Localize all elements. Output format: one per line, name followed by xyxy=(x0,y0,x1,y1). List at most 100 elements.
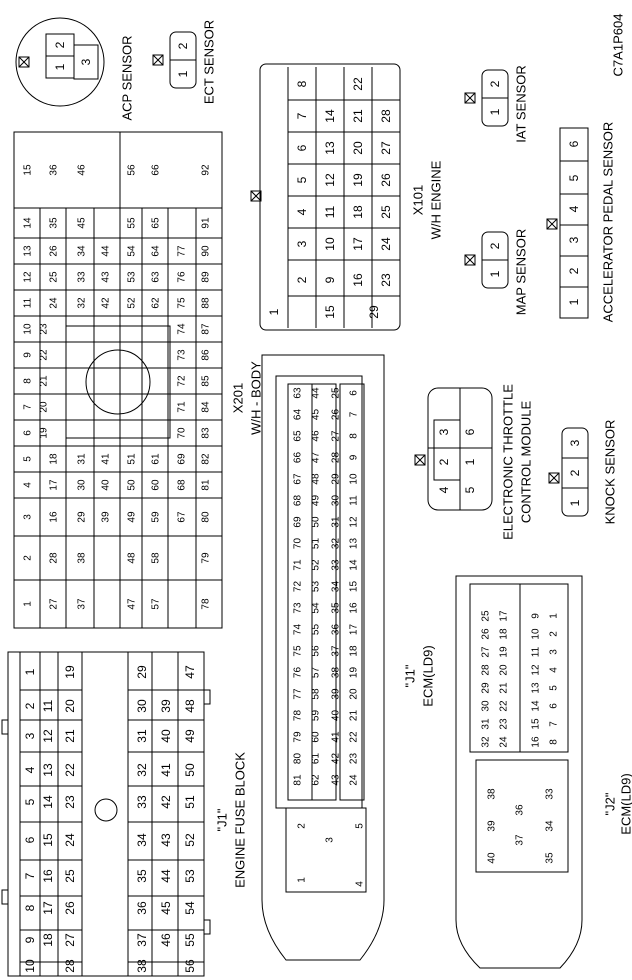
x201-hub xyxy=(85,349,151,415)
pin-label: 15 xyxy=(531,718,542,730)
pin-label: 34 xyxy=(331,581,342,593)
x201-label: W/H - BODY xyxy=(249,361,264,435)
pin-label: 6 xyxy=(295,144,309,151)
pin-label: 76 xyxy=(177,271,188,283)
pin-label: 25 xyxy=(481,610,492,622)
pin-label: 75 xyxy=(177,297,188,309)
pin-label: 35 xyxy=(331,602,342,614)
pin-label: 52 xyxy=(311,559,322,571)
pin-label: 1 xyxy=(567,298,581,305)
iat-label: IAT SENSOR xyxy=(514,65,529,143)
latch-x xyxy=(250,190,262,202)
pin-label: 74 xyxy=(177,323,188,335)
pin-label: 27 xyxy=(379,141,393,155)
pin-label: 62 xyxy=(151,297,162,309)
pin-label: 10 xyxy=(349,473,360,485)
acp-pin xyxy=(73,44,99,80)
pin-label: 45 xyxy=(77,217,88,229)
pin-label: 53 xyxy=(311,581,322,593)
pin-label: 35 xyxy=(49,217,60,229)
pin-label: 25 xyxy=(49,271,60,283)
pin-label: 29 xyxy=(77,511,88,523)
pin-label: 25 xyxy=(63,869,77,883)
pin-label: 16 xyxy=(349,602,360,614)
fuse-label: "J1" xyxy=(215,808,230,831)
pin-label: 29 xyxy=(135,665,149,679)
pin-label: 51 xyxy=(127,453,138,465)
pin-label: 28 xyxy=(49,552,60,564)
pin-label: 67 xyxy=(293,473,304,485)
pin-label: 64 xyxy=(293,409,304,421)
pin-label: 19 xyxy=(499,646,510,658)
pin-label: 47 xyxy=(311,452,322,464)
pin-label: 20 xyxy=(499,664,510,676)
x101-label: W/H ENGINE xyxy=(429,160,444,239)
pin-label: 22 xyxy=(63,763,77,777)
pin-label: 3 xyxy=(549,649,560,655)
pin-label: 77 xyxy=(177,245,188,257)
pin-label: 22 xyxy=(499,700,510,712)
ecm-j2-shell xyxy=(455,575,583,969)
pin-label: 32 xyxy=(481,736,492,748)
pin-label: 78 xyxy=(201,598,212,610)
pin-label: 29 xyxy=(331,473,342,485)
pin-label: 26 xyxy=(63,901,77,915)
acp-body xyxy=(15,17,105,107)
pin-label: 43 xyxy=(159,833,173,847)
pin-label: 2 xyxy=(488,242,502,249)
pin-label: 28 xyxy=(481,664,492,676)
pin-label: 11 xyxy=(23,297,34,308)
pin-label: 61 xyxy=(151,453,162,465)
pin-label: 80 xyxy=(293,753,304,765)
pin-label: 26 xyxy=(379,173,393,187)
pin-label: 24 xyxy=(499,736,510,748)
pin-label: 70 xyxy=(293,538,304,550)
pin-label: 34 xyxy=(77,245,88,257)
pin-label: 21 xyxy=(349,710,360,722)
x101-body xyxy=(259,63,401,331)
pin-label: 3 xyxy=(567,236,581,243)
ecm-j1-shell xyxy=(261,354,385,961)
fuse-tab xyxy=(203,689,211,705)
ecm-j1-label: ECM(LD9) xyxy=(421,645,436,706)
pin-label: 28 xyxy=(379,109,393,123)
latch-x xyxy=(546,218,558,230)
pin-label: 25 xyxy=(331,387,342,399)
pin-label: 5 xyxy=(567,174,581,181)
pin-label: 19 xyxy=(351,173,365,187)
fuse-hole xyxy=(94,798,118,822)
pin-label: 6 xyxy=(463,428,477,435)
pin-label: 23 xyxy=(499,718,510,730)
latch-box xyxy=(18,56,30,68)
pin-label: 68 xyxy=(293,495,304,507)
latch-mark xyxy=(548,472,560,484)
pin-label: 79 xyxy=(293,731,304,743)
pin-label: 41 xyxy=(159,763,173,777)
pin-label: 81 xyxy=(293,774,304,786)
latch-mark xyxy=(414,454,426,466)
pin-label: 42 xyxy=(159,795,173,809)
pin-label: 10 xyxy=(323,237,337,251)
pin-label: 11 xyxy=(349,495,360,506)
pin-label: 26 xyxy=(49,245,60,257)
pin-label: 11 xyxy=(531,646,542,657)
pin-label: 1 xyxy=(176,70,190,77)
pin-label: 17 xyxy=(499,610,510,622)
pin-label: 44 xyxy=(101,245,112,257)
pin-label: 88 xyxy=(201,297,212,309)
pin-label: 78 xyxy=(293,710,304,722)
pin-label: 29 xyxy=(481,682,492,694)
pin-label: 6 xyxy=(349,390,360,396)
pin-label: 16 xyxy=(49,511,60,523)
pin-label: 19 xyxy=(39,427,50,439)
pin-label: 2 xyxy=(295,276,309,283)
pin-label: 2 xyxy=(53,41,67,48)
pin-label: 16 xyxy=(41,869,55,883)
pin-label: 58 xyxy=(151,552,162,564)
pin-label: 59 xyxy=(151,511,162,523)
app-body xyxy=(559,127,589,319)
pin-label: 6 xyxy=(549,703,560,709)
pin-label: 32 xyxy=(77,297,88,309)
pin-label: 31 xyxy=(77,453,88,465)
